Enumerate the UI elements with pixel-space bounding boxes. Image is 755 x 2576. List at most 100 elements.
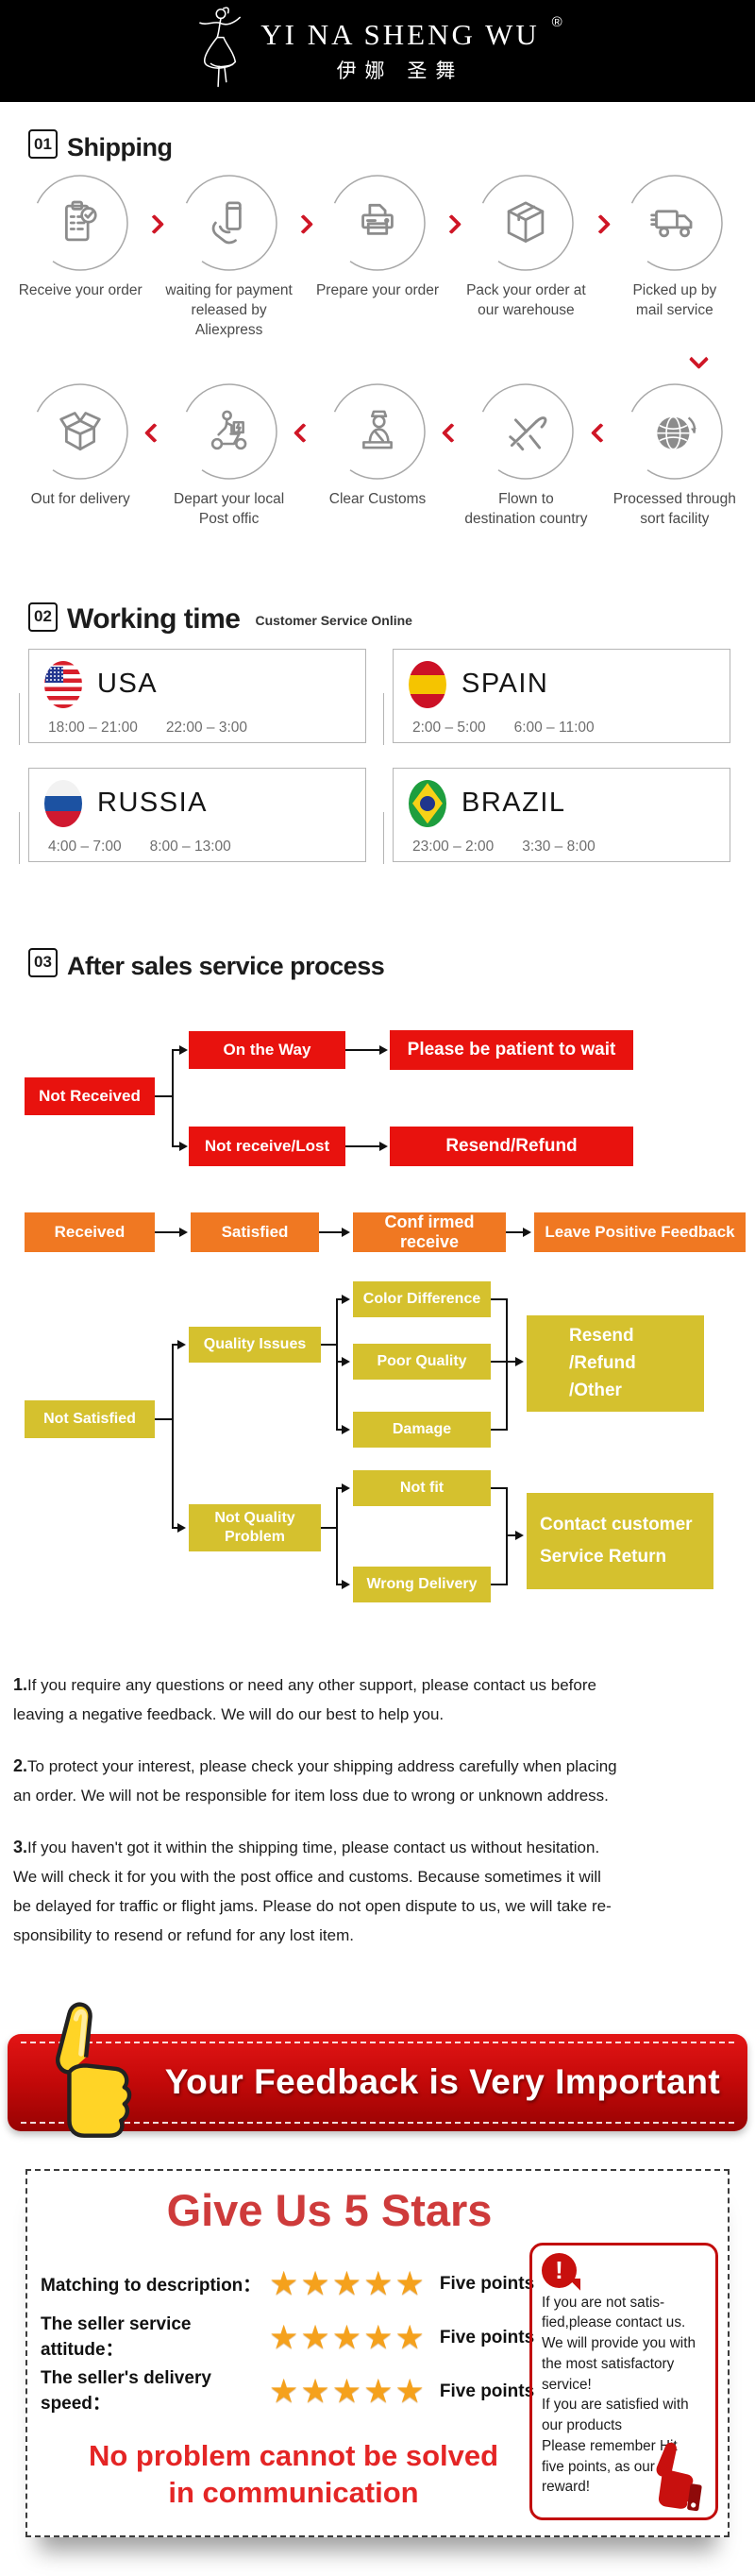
chevron-left-icon: [590, 382, 611, 535]
section-heading-working-time: 02 Working time Customer Service Online: [28, 588, 755, 636]
section-title: After sales service process: [67, 951, 385, 980]
connector-line: [491, 1428, 508, 1431]
arrowhead-icon: [179, 1227, 188, 1237]
connector-line: [172, 1144, 181, 1147]
feedback-banner: Your Feedback is Very Important: [0, 1982, 755, 2141]
time-range: 23:00 – 2:00: [412, 838, 495, 855]
step-circle: [328, 174, 427, 272]
hand-card-icon: [211, 201, 242, 245]
flow-box: Received: [25, 1212, 155, 1252]
shipping-step: Processed through sort facility: [608, 382, 742, 535]
flow-box: Not fit: [353, 1469, 491, 1506]
flow-box: Please be patient to wait: [390, 1029, 633, 1070]
flow-box: Contact customer Service Return: [527, 1492, 713, 1589]
section-number: 03: [28, 947, 58, 977]
step-label: Pack your order at our warehouse: [466, 282, 586, 318]
connector-line: [491, 1583, 508, 1585]
connector-line: [506, 1534, 517, 1536]
notes: 1.If you require any questions or need a…: [13, 1670, 742, 1950]
connector-line: [506, 1360, 517, 1363]
five-stars-icon: ★★★★★: [269, 2319, 427, 2357]
section-number: 01: [28, 129, 58, 159]
arrowhead-icon: [342, 1294, 350, 1304]
connector-line: [319, 1230, 344, 1233]
connector-line: [345, 1048, 381, 1051]
arrowhead-icon: [342, 1483, 350, 1493]
arrowhead-icon: [179, 1044, 188, 1055]
customs-officer-icon: [362, 410, 393, 449]
time-range: 22:00 – 3:00: [165, 719, 248, 736]
rating-label: The seller's delivery speed：: [41, 2368, 211, 2415]
arrowhead-icon: [515, 1356, 524, 1366]
step-label: Depart your local Post offic: [174, 490, 285, 527]
rating-points: Five points: [439, 2273, 535, 2294]
connector-line: [321, 1526, 338, 1529]
shipping-step: Out for delivery: [13, 382, 147, 535]
step-label: Flown to destination country: [464, 490, 588, 527]
step-circle: [328, 382, 427, 481]
flow-box: Resend/Refund: [390, 1126, 633, 1166]
chevron-right-icon: [144, 174, 165, 341]
flow-box: Damage: [353, 1411, 491, 1448]
section-heading-shipping: 01 Shipping: [28, 125, 755, 162]
connector-line: [172, 1048, 174, 1147]
flow-box: Color Difference: [353, 1280, 491, 1317]
satisfaction-note-box: ! If you are not satis- fied,please cont…: [529, 2242, 718, 2520]
step-label: Out for delivery: [30, 490, 130, 507]
shipping-step: waiting for payment released by Aliexpre…: [161, 174, 295, 341]
shipping-step: Clear Customs: [310, 382, 445, 535]
time-range: 6:00 – 11:00: [513, 719, 595, 736]
country-name: USA: [97, 669, 159, 700]
flow-box: Satisfied: [191, 1212, 319, 1252]
chevron-left-icon: [144, 382, 165, 535]
arrowhead-icon: [177, 1522, 186, 1533]
registered-mark: ®: [551, 14, 562, 30]
arrowhead-icon: [179, 1141, 188, 1151]
red-thumbs-up-icon: [656, 2442, 702, 2511]
arrowhead-icon: [342, 1424, 350, 1434]
step-label: Receive your order: [18, 282, 143, 298]
step-label: Prepare your order: [315, 282, 440, 298]
rating-label: The seller service attitude：: [41, 2314, 192, 2361]
flowchart-not-received: Not Received On the Way Please be patien…: [0, 1006, 755, 1185]
note-paragraph: 2.To protect your interest, please check…: [13, 1755, 617, 1805]
country-name: RUSSIA: [97, 788, 208, 819]
connector-line: [336, 1583, 344, 1585]
rating-points: Five points: [439, 2327, 535, 2347]
connector-line: [491, 1486, 508, 1489]
step-circle: [477, 382, 575, 481]
connector-line: [155, 1094, 174, 1097]
chevron-down-icon: [688, 348, 710, 369]
banner-background: Your Feedback is Very Important: [8, 2033, 747, 2131]
arrowhead-icon: [342, 1227, 350, 1237]
arrowhead-icon: [177, 1339, 186, 1349]
working-time-card-usa: USA 18:00 – 21:00 22:00 – 3:00: [19, 648, 366, 745]
flow-box: Not receive/Lost: [189, 1126, 345, 1166]
arrowhead-icon: [515, 1530, 524, 1540]
rating-row: The seller service attitude： ★★★★★ Five …: [41, 2314, 535, 2361]
header: YI NA SHENG WU ® 伊娜 圣舞: [0, 0, 755, 102]
arrowhead-icon: [379, 1141, 388, 1151]
thumbs-up-icon: [56, 2002, 132, 2138]
rating-label: Matching to description：: [41, 2276, 261, 2296]
connector-line: [336, 1486, 338, 1585]
step-circle: [626, 174, 724, 272]
chevron-right-icon: [293, 174, 313, 341]
step-circle: [31, 382, 129, 481]
flowchart-not-satisfied: Not Satisfied Quality Issues Color Diffe…: [0, 1280, 755, 1631]
time-range: 18:00 – 21:00: [48, 719, 138, 736]
connector-line: [491, 1360, 508, 1363]
section-subtitle: Customer Service Online: [255, 612, 412, 628]
shipping-step: Pack your order at our warehouse: [459, 174, 593, 341]
chevron-right-icon: [590, 174, 611, 341]
working-time-card-brazil: BRAZIL 23:00 – 2:00 3:30 – 8:00: [383, 767, 730, 864]
truck-icon: [650, 210, 693, 238]
connector-line: [172, 1343, 174, 1529]
banner-text: Your Feedback is Very Important: [164, 2062, 721, 2102]
connector-line: [336, 1486, 344, 1489]
connector-line: [336, 1297, 338, 1431]
usa-flag-icon: [44, 660, 82, 708]
step-label: waiting for payment released by Aliexpre…: [165, 282, 293, 338]
five-stars-icon: ★★★★★: [269, 2373, 427, 2411]
step-circle: [180, 174, 278, 272]
